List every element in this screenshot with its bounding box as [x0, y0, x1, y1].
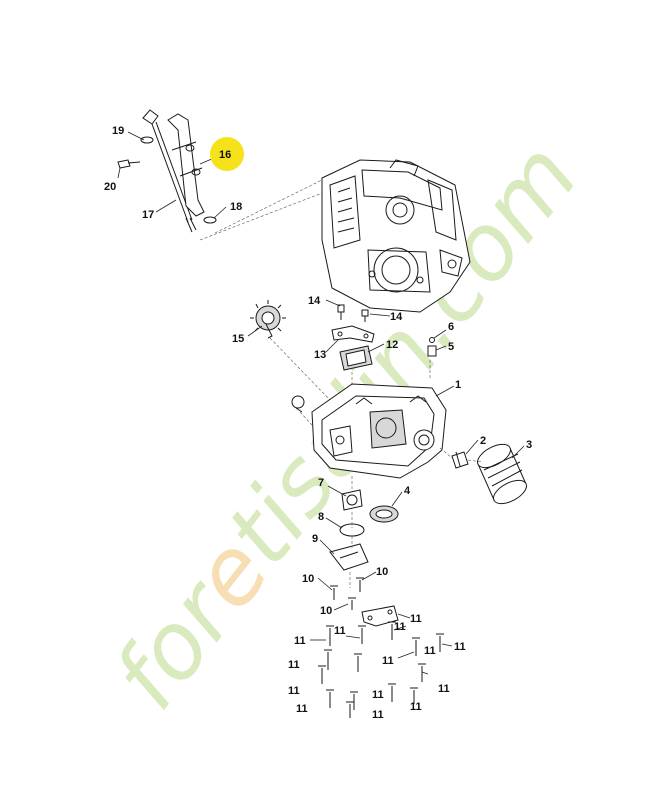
- callout-11e[interactable]: 11: [454, 641, 466, 653]
- callout-3[interactable]: 3: [526, 439, 532, 451]
- callout-7[interactable]: 7: [318, 477, 324, 489]
- callout-11b[interactable]: 11: [334, 625, 346, 637]
- callout-11g[interactable]: 11: [288, 659, 300, 671]
- callout-16[interactable]: 16: [219, 149, 231, 161]
- callout-5[interactable]: 5: [448, 341, 454, 353]
- callout-10a[interactable]: 10: [302, 573, 314, 585]
- callout-8[interactable]: 8: [318, 511, 324, 523]
- callout-14a[interactable]: 14: [308, 295, 321, 307]
- callout-9[interactable]: 9: [312, 533, 318, 545]
- gear: [250, 300, 286, 339]
- callout-11l[interactable]: 11: [410, 701, 422, 713]
- callout-10b[interactable]: 10: [376, 566, 388, 578]
- callout-11m[interactable]: 11: [424, 645, 436, 657]
- callout-11k[interactable]: 11: [372, 709, 384, 721]
- crankcase-cover: [291, 383, 447, 490]
- callout-6[interactable]: 6: [448, 321, 454, 333]
- small-parts: [269, 304, 437, 401]
- callout-10c[interactable]: 10: [320, 605, 332, 617]
- callout-15[interactable]: 15: [232, 333, 244, 345]
- highlight-circle: [210, 137, 244, 171]
- callout-11c[interactable]: 11: [294, 635, 306, 647]
- callouts: 1 2 3 4 5 6 7 8 9 10 10 10 11 11 11 11 1…: [104, 125, 532, 721]
- dipstick-assembly: [117, 109, 339, 241]
- callout-11n[interactable]: 11: [372, 689, 384, 701]
- callout-4[interactable]: 4: [404, 485, 411, 497]
- callout-13[interactable]: 13: [314, 349, 326, 361]
- callout-11i[interactable]: 11: [288, 685, 300, 697]
- callout-11d[interactable]: 11: [394, 621, 406, 633]
- leader-lines: [117, 131, 525, 675]
- callout-11j[interactable]: 11: [296, 703, 308, 715]
- callout-11a[interactable]: 11: [410, 613, 422, 625]
- callout-11f[interactable]: 11: [382, 655, 394, 667]
- screws-10: [330, 577, 399, 627]
- callout-2[interactable]: 2: [480, 435, 486, 447]
- bolts-11: [318, 621, 444, 718]
- callout-12[interactable]: 12: [386, 339, 398, 351]
- callout-11h[interactable]: 11: [438, 683, 450, 695]
- oil-pump-parts: [329, 489, 399, 588]
- callout-18[interactable]: 18: [230, 201, 242, 213]
- oil-filter-assembly: [439, 443, 527, 505]
- callout-14b[interactable]: 14: [390, 311, 403, 323]
- callout-20[interactable]: 20: [104, 181, 116, 193]
- callout-17[interactable]: 17: [142, 209, 154, 221]
- callout-19[interactable]: 19: [112, 125, 124, 137]
- callout-1[interactable]: 1: [455, 379, 461, 391]
- engine-block: [321, 159, 471, 313]
